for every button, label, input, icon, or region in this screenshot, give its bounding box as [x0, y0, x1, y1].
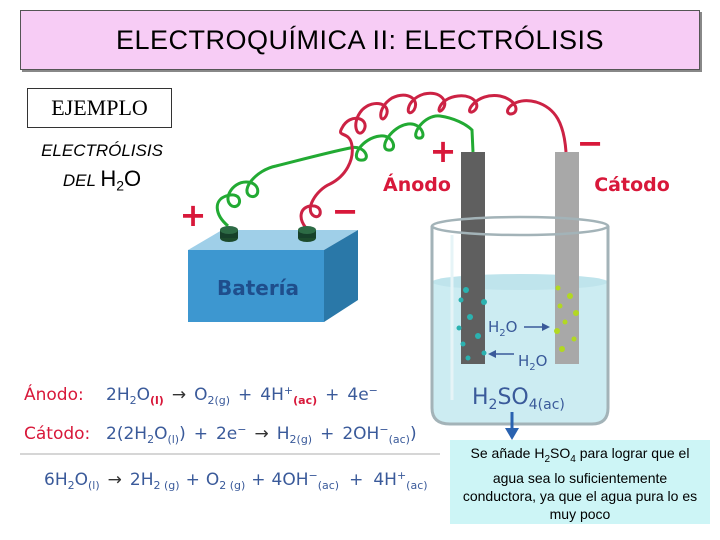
- subtitle-line-1: ELECTRÓLISIS: [41, 141, 163, 160]
- battery-front: [188, 250, 324, 322]
- cathode-bubble: [559, 346, 565, 352]
- eq-cathode-formula: 2(2H2O(l))+2e−→H2(g)+2OH−(ac)): [106, 423, 417, 446]
- anode-label: Ánodo: [383, 173, 451, 196]
- subtitle-sub: 2: [116, 177, 125, 194]
- anode-bubble: [481, 350, 487, 356]
- solution-surface: [432, 274, 608, 290]
- beaker: [430, 226, 610, 426]
- battery-side: [324, 230, 358, 322]
- note-sub-2: 4: [570, 453, 576, 465]
- eq-anode-formula: 2H2O(l)→O2(g)+4H+(ac)+4e−: [106, 384, 378, 407]
- battery-positive-cap: [220, 226, 238, 234]
- subtitle-h: H: [100, 166, 117, 191]
- page-title: ELECTROQUÍMICA II: ELECTRÓLISIS: [20, 10, 700, 70]
- anode-bubble: [467, 314, 473, 320]
- eq-cathode-label: Cátodo:: [24, 424, 90, 444]
- cathode-bubble: [555, 285, 561, 291]
- subtitle-o: O: [124, 166, 142, 191]
- anode-sign: +: [430, 132, 457, 170]
- cathode-bubble: [557, 303, 563, 309]
- cathode-bubble: [562, 319, 568, 325]
- subtitle-prefix: DEL: [62, 171, 101, 190]
- cathode-electrode: [555, 152, 579, 364]
- battery-negative-cap: [298, 226, 316, 234]
- cathode-bubble: [567, 293, 573, 299]
- cathode-bubble: [573, 310, 579, 316]
- eq-anode-label: Ánodo:: [24, 383, 84, 405]
- cathode-bubble: [571, 336, 577, 342]
- note-sub-1: 2: [544, 453, 551, 465]
- cathode-label: Cátodo: [594, 174, 670, 196]
- anode-bubble: [458, 297, 464, 303]
- anode-bubble: [465, 355, 471, 361]
- battery-label: Batería: [217, 276, 299, 300]
- cathode-bubbles: [554, 285, 579, 352]
- equations: Ánodo: 2H2O(l)→O2(g)+4H+(ac)+4e− Cátodo:…: [20, 383, 440, 492]
- example-label: EJEMPLO: [27, 88, 172, 128]
- anode-bubbles: [456, 287, 487, 361]
- battery-minus-sign: −: [332, 192, 359, 230]
- anode-bubble: [463, 287, 469, 293]
- anode-bubble: [475, 333, 481, 339]
- anode-bubble: [456, 325, 462, 331]
- anode-bubble: [460, 341, 466, 347]
- electrolyte-note: Se añade H2SO4 para lograr que el agua s…: [450, 440, 710, 524]
- water-arrowhead-anode: [542, 323, 550, 331]
- electrolyte-label: H2SO4(ac): [472, 385, 565, 413]
- anode-bubble: [481, 299, 487, 305]
- battery-plus-sign: +: [180, 196, 207, 234]
- anode-electrode: [461, 152, 485, 364]
- water-arrowhead-cathode: [488, 350, 496, 358]
- note-part-2: SO: [550, 445, 571, 461]
- subtitle-line-2: DEL H2O: [18, 166, 186, 193]
- note-pointer-head: [505, 428, 519, 440]
- cathode-bubble: [554, 328, 560, 334]
- water-label-anode: H2O: [488, 318, 517, 339]
- note-part-1: Se añade H: [470, 445, 545, 461]
- water-label-cathode: H2O: [518, 352, 547, 373]
- cathode-sign: −: [577, 124, 604, 162]
- eq-total-formula: 6H2O(l)→2H2 (g)+O2 (g)+4OH−(ac)+4H+(ac): [44, 469, 428, 492]
- note-part-3: para lograr que el agua sea lo suficient…: [462, 445, 698, 522]
- beaker-rim: [430, 215, 610, 237]
- anode-wire: [215, 114, 475, 228]
- cathode-wire: [299, 91, 568, 229]
